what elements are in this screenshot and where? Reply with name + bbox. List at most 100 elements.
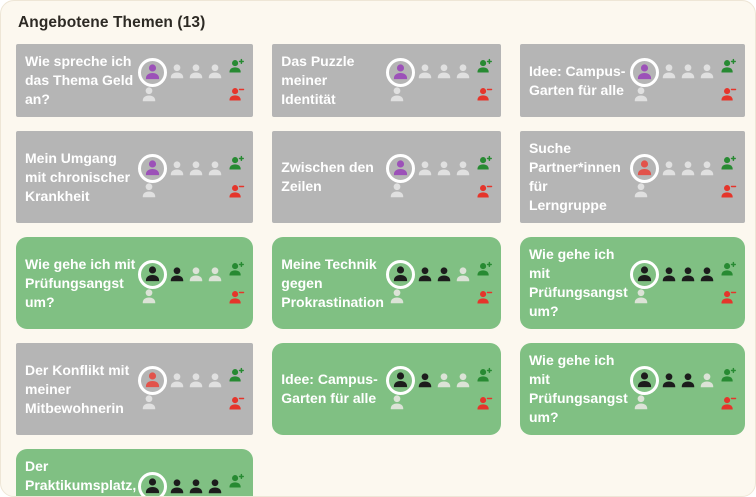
extra-participant — [388, 182, 474, 200]
card-actions — [228, 155, 247, 200]
topic-card[interactable]: Meine Technik gegen Prokrastination — [272, 237, 501, 329]
person-icon — [662, 160, 675, 175]
person-icon — [437, 64, 451, 79]
person-icon — [456, 372, 470, 387]
person-icon — [209, 64, 222, 79]
person-icon — [418, 64, 432, 79]
person-minus-icon[interactable] — [720, 183, 737, 200]
participants-row — [138, 366, 226, 395]
extra-participant — [140, 86, 226, 104]
person-icon — [209, 266, 222, 281]
topic-card[interactable]: Idee: Campus-Garten für alle — [272, 343, 501, 435]
card-actions — [228, 473, 247, 497]
extra-participant — [632, 394, 718, 412]
topic-card[interactable]: Suche Partner*innen für Lerngruppe — [519, 131, 745, 223]
participants — [138, 366, 226, 412]
person-plus-icon[interactable] — [228, 261, 245, 278]
person-icon — [681, 64, 694, 79]
person-icon — [700, 160, 713, 175]
owner-avatar-ring — [138, 260, 168, 289]
person-icon — [190, 160, 203, 175]
owner-avatar-ring — [138, 472, 168, 496]
topic-card[interactable]: Idee: Campus-Garten für alle — [519, 44, 745, 117]
topic-card[interactable]: Wie spreche ich das Thema Geld an? — [16, 44, 254, 117]
person-plus-icon[interactable] — [476, 155, 493, 172]
person-plus-icon[interactable] — [720, 261, 737, 278]
participants-row — [138, 260, 226, 289]
topic-title: Mein Umgang mit chronischer Krankheit — [25, 149, 131, 204]
person-icon — [143, 183, 156, 198]
person-minus-icon[interactable] — [720, 395, 737, 412]
card-actions — [476, 261, 495, 306]
topic-card[interactable]: Der Konflikt mit meiner Mitbewohnerin — [16, 343, 254, 435]
topic-card[interactable]: Mein Umgang mit chronischer Krankheit — [16, 131, 254, 223]
person-icon — [662, 266, 675, 281]
person-icon — [190, 266, 203, 281]
owner-avatar-ring — [385, 154, 415, 183]
person-in-ring-icon — [393, 160, 408, 176]
person-icon — [171, 266, 184, 281]
participants — [385, 366, 474, 412]
participants — [385, 57, 474, 104]
person-icon — [190, 478, 203, 493]
panel-title: Angebotene Themen (13) — [18, 14, 206, 31]
person-plus-icon[interactable] — [720, 155, 737, 172]
topic-title: Suche Partner*innen für Lerngruppe — [528, 140, 621, 213]
topic-card[interactable]: Zwischen den Zeilen — [272, 131, 501, 223]
person-plus-icon[interactable] — [476, 58, 493, 75]
person-icon — [190, 64, 203, 79]
extra-participant — [632, 86, 718, 104]
person-icon — [437, 266, 451, 281]
card-actions — [228, 261, 247, 306]
person-plus-icon[interactable] — [228, 367, 245, 384]
owner-avatar-ring — [138, 366, 168, 395]
person-minus-icon[interactable] — [228, 289, 245, 306]
topic-card[interactable]: Wie gehe ich mit Prüfungsangst um? — [519, 343, 745, 435]
person-minus-icon[interactable] — [228, 183, 245, 200]
person-plus-icon[interactable] — [720, 367, 737, 384]
participants-row — [385, 260, 474, 289]
person-minus-icon[interactable] — [228, 86, 245, 103]
person-plus-icon[interactable] — [476, 261, 493, 278]
person-icon — [418, 160, 432, 175]
person-minus-icon[interactable] — [476, 289, 493, 306]
person-minus-icon[interactable] — [720, 86, 737, 103]
owner-avatar-ring — [138, 57, 168, 87]
person-plus-icon[interactable] — [720, 58, 737, 75]
extra-participant — [140, 182, 226, 200]
person-icon — [634, 395, 647, 410]
person-in-ring-icon — [146, 266, 160, 282]
card-actions — [228, 367, 247, 412]
topic-card[interactable]: Wie gehe ich mit Prüfungsangst um? — [519, 237, 745, 329]
person-plus-icon[interactable] — [228, 473, 245, 490]
topic-card[interactable]: Der Praktikumsplatz, der mich veränderte — [16, 449, 254, 497]
person-minus-icon[interactable] — [476, 395, 493, 412]
person-icon — [662, 372, 675, 387]
participants-row — [138, 154, 226, 183]
person-minus-icon[interactable] — [476, 86, 493, 103]
topic-card[interactable]: Das Puzzle meiner Identität — [272, 44, 501, 117]
person-in-ring-icon — [637, 266, 651, 282]
person-in-ring-icon — [393, 63, 408, 79]
person-minus-icon[interactable] — [228, 395, 245, 412]
person-icon — [634, 289, 647, 304]
topic-title: Wie gehe ich mit Prüfungsangst um? — [528, 246, 628, 319]
participants-row — [385, 366, 474, 395]
topic-title: Wie gehe ich mit Prüfungsangst um? — [528, 352, 628, 425]
person-plus-icon[interactable] — [228, 58, 245, 75]
topic-title: Idee: Campus-Garten für alle — [528, 62, 626, 98]
topic-title: Wie gehe ich mit Prüfungsangst um? — [25, 255, 136, 310]
owner-avatar-ring — [138, 154, 168, 183]
person-icon — [634, 183, 647, 198]
person-icon — [681, 372, 694, 387]
person-plus-icon[interactable] — [228, 155, 245, 172]
owner-avatar-ring — [385, 260, 415, 289]
person-minus-icon[interactable] — [476, 183, 493, 200]
person-in-ring-icon — [393, 372, 408, 388]
topic-card[interactable]: Wie gehe ich mit Prüfungsangst um? — [16, 237, 254, 329]
person-icon — [418, 266, 432, 281]
participants — [138, 154, 226, 200]
person-minus-icon[interactable] — [720, 289, 737, 306]
person-plus-icon[interactable] — [476, 367, 493, 384]
